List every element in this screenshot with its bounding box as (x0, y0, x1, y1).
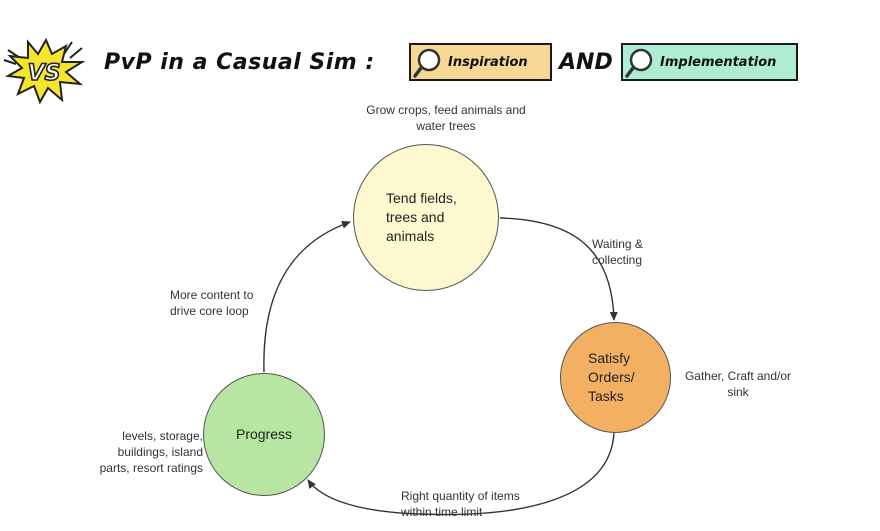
header: VS PvP in a Casual Sim : Inspiration AND… (0, 28, 880, 105)
inspiration-tag: Inspiration (409, 43, 552, 81)
node-tend-fields: Tend fields, trees and animals (353, 144, 499, 291)
and-connector: AND (559, 50, 613, 75)
annotation-right-quantity: Right quantity of items within time limi… (401, 489, 520, 519)
arrow-tend-to-satisfy (499, 217, 618, 321)
implementation-label: Implementation (660, 54, 777, 70)
node-satisfy-orders: Satisfy Orders/ Tasks (560, 322, 671, 433)
magnifier-icon (625, 48, 653, 78)
annotation-waiting: Waiting & collecting (592, 237, 643, 267)
node-satisfy-label: Satisfy Orders/ Tasks (588, 350, 635, 404)
annotation-grow-crops: Grow crops, feed animals and water trees (366, 103, 526, 133)
implementation-tag: Implementation (621, 43, 798, 81)
arrow-progress-to-tend (263, 220, 351, 373)
vs-badge-text: VS (28, 61, 61, 86)
magnifier-icon (413, 48, 441, 78)
annotation-levels: levels, storage, buildings, island parts… (99, 429, 203, 475)
annotation-more-content: More content to drive core loop (170, 288, 254, 318)
node-progress-label: Progress (235, 426, 293, 442)
arrow-satisfy-to-progress (307, 432, 615, 516)
page-title: PvP in a Casual Sim : (104, 50, 375, 75)
inspiration-label: Inspiration (448, 54, 528, 70)
node-tend-label: Tend fields, trees and animals (386, 190, 457, 244)
vs-burst-icon: VS (3, 37, 86, 105)
node-progress: Progress (203, 373, 325, 496)
annotation-gather-craft: Gather, Craft and/or sink (684, 369, 792, 399)
